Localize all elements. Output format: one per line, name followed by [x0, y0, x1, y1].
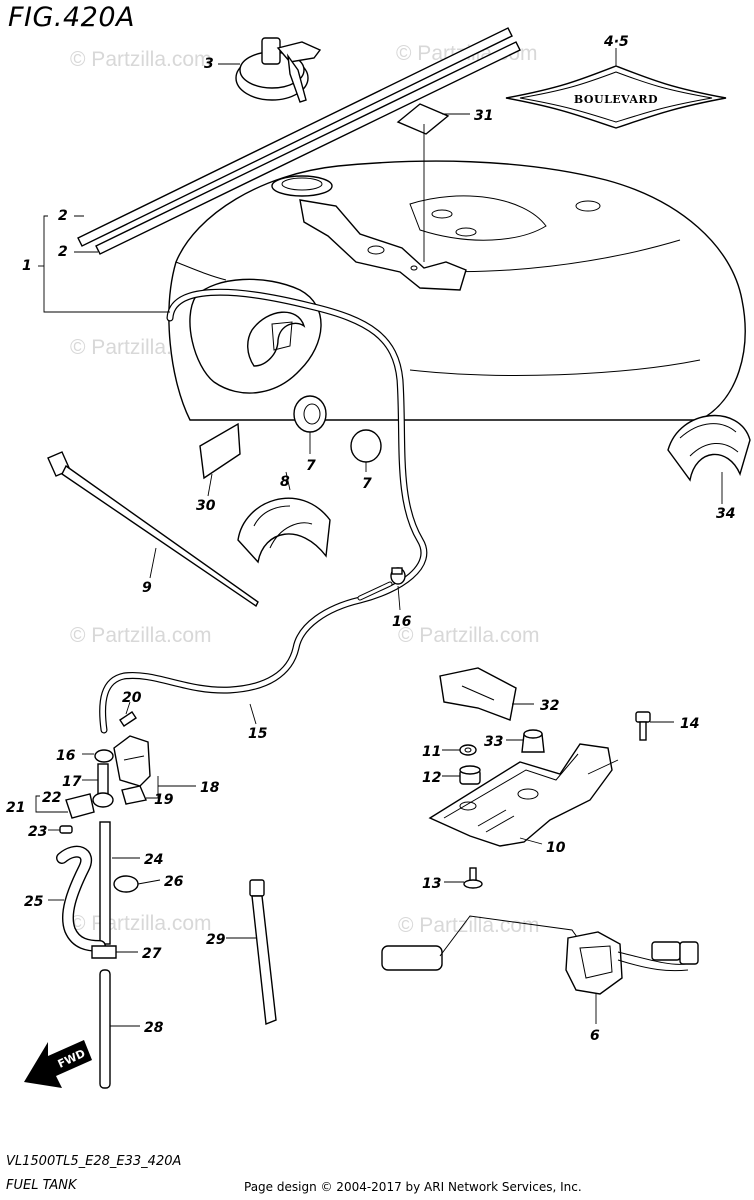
tank-rubber-front	[237, 497, 331, 564]
hose-25	[56, 845, 106, 952]
label-part-2: 2	[58, 244, 68, 260]
label-part-3: 3	[204, 56, 214, 72]
label-part-26: 26	[164, 874, 184, 890]
grommet-33	[521, 729, 545, 753]
cap-26	[113, 875, 139, 893]
label-part-10: 10	[546, 840, 566, 856]
label-part-4-5: 4·5	[603, 34, 629, 50]
part-labels: 2 2 1 3 4·5 31 7 7 8 30 9 34 16 15 20 16…	[6, 34, 735, 1044]
label-part-12: 12	[422, 770, 441, 786]
label-part-11: 11	[422, 744, 441, 760]
label-part-30: 30	[196, 498, 216, 514]
bracket-bolt	[635, 711, 651, 741]
joint-27	[91, 945, 117, 959]
watermark: © Partzilla.com	[70, 48, 212, 71]
label-part-1: 1	[22, 258, 32, 274]
cushion-b	[350, 429, 382, 463]
diagram-code: VL1500TL5_E28_E33_420A	[6, 1154, 182, 1169]
label-part-17: 17	[62, 774, 82, 790]
fuel-tank	[168, 160, 746, 421]
cable-tie-29	[249, 879, 277, 1025]
label-part-31: 31	[474, 108, 493, 124]
boulevard-emblem: BOULEVARD	[505, 65, 727, 129]
diagram-name: FUEL TANK	[6, 1178, 77, 1193]
cushion-12	[459, 765, 481, 785]
label-part-8: 8	[280, 474, 290, 490]
label-part-20: 20	[122, 690, 142, 706]
washer-11	[459, 744, 477, 756]
forward-arrow: FWD	[24, 1040, 92, 1088]
watermark: © Partzilla.com	[70, 624, 212, 647]
badge-text: BOULEVARD	[574, 93, 658, 106]
label-part-29: 29	[206, 932, 226, 948]
label-part-28: 28	[144, 1020, 164, 1036]
label-part-7: 7	[362, 476, 372, 492]
watermark: © Partzilla.com	[70, 912, 212, 935]
label-part-14: 14	[680, 716, 699, 732]
fuel-level-gauge	[381, 915, 699, 995]
hose-28	[99, 969, 111, 1089]
figure-title: FIG.420A	[8, 2, 136, 33]
vent-valve-assembly	[59, 711, 151, 834]
leader-lines	[35, 48, 723, 1027]
label-part-24: 24	[144, 852, 163, 868]
label-part-7: 7	[306, 458, 316, 474]
small-label	[396, 103, 450, 135]
label-part-9: 9	[142, 580, 152, 596]
page-credit: Page design © 2004-2017 by ARI Network S…	[244, 1180, 582, 1194]
fuel-cap	[235, 37, 322, 103]
tank-bracket	[428, 743, 613, 847]
label-part-18: 18	[200, 780, 220, 796]
tank-rubber-rear	[667, 414, 751, 482]
hose-clip-upper	[390, 567, 406, 585]
watermark: © Partzilla.com	[398, 624, 540, 647]
bracket-bolt-lower	[463, 867, 483, 889]
label-part-13: 13	[422, 876, 441, 892]
label-part-25: 25	[24, 894, 44, 910]
damper-pad	[439, 667, 517, 721]
trim-strips	[77, 27, 521, 255]
label-part-33: 33	[484, 734, 503, 750]
label-part-21: 21	[6, 800, 25, 816]
label-part-6: 6	[590, 1028, 600, 1044]
label-part-27: 27	[142, 946, 162, 962]
label-part-19: 19	[154, 792, 174, 808]
warning-label	[199, 422, 241, 480]
cushion-a	[293, 395, 327, 433]
label-part-16: 16	[56, 748, 76, 764]
label-part-2: 2	[58, 208, 68, 224]
watermark: © Partzilla.com	[398, 914, 540, 937]
cable-tie	[47, 451, 259, 608]
label-part-15: 15	[248, 726, 268, 742]
label-part-23: 23	[28, 824, 47, 840]
label-part-34: 34	[716, 506, 735, 522]
label-part-32: 32	[540, 698, 559, 714]
hose-24	[99, 821, 111, 945]
label-part-22: 22	[42, 790, 61, 806]
label-part-16: 16	[392, 614, 412, 630]
